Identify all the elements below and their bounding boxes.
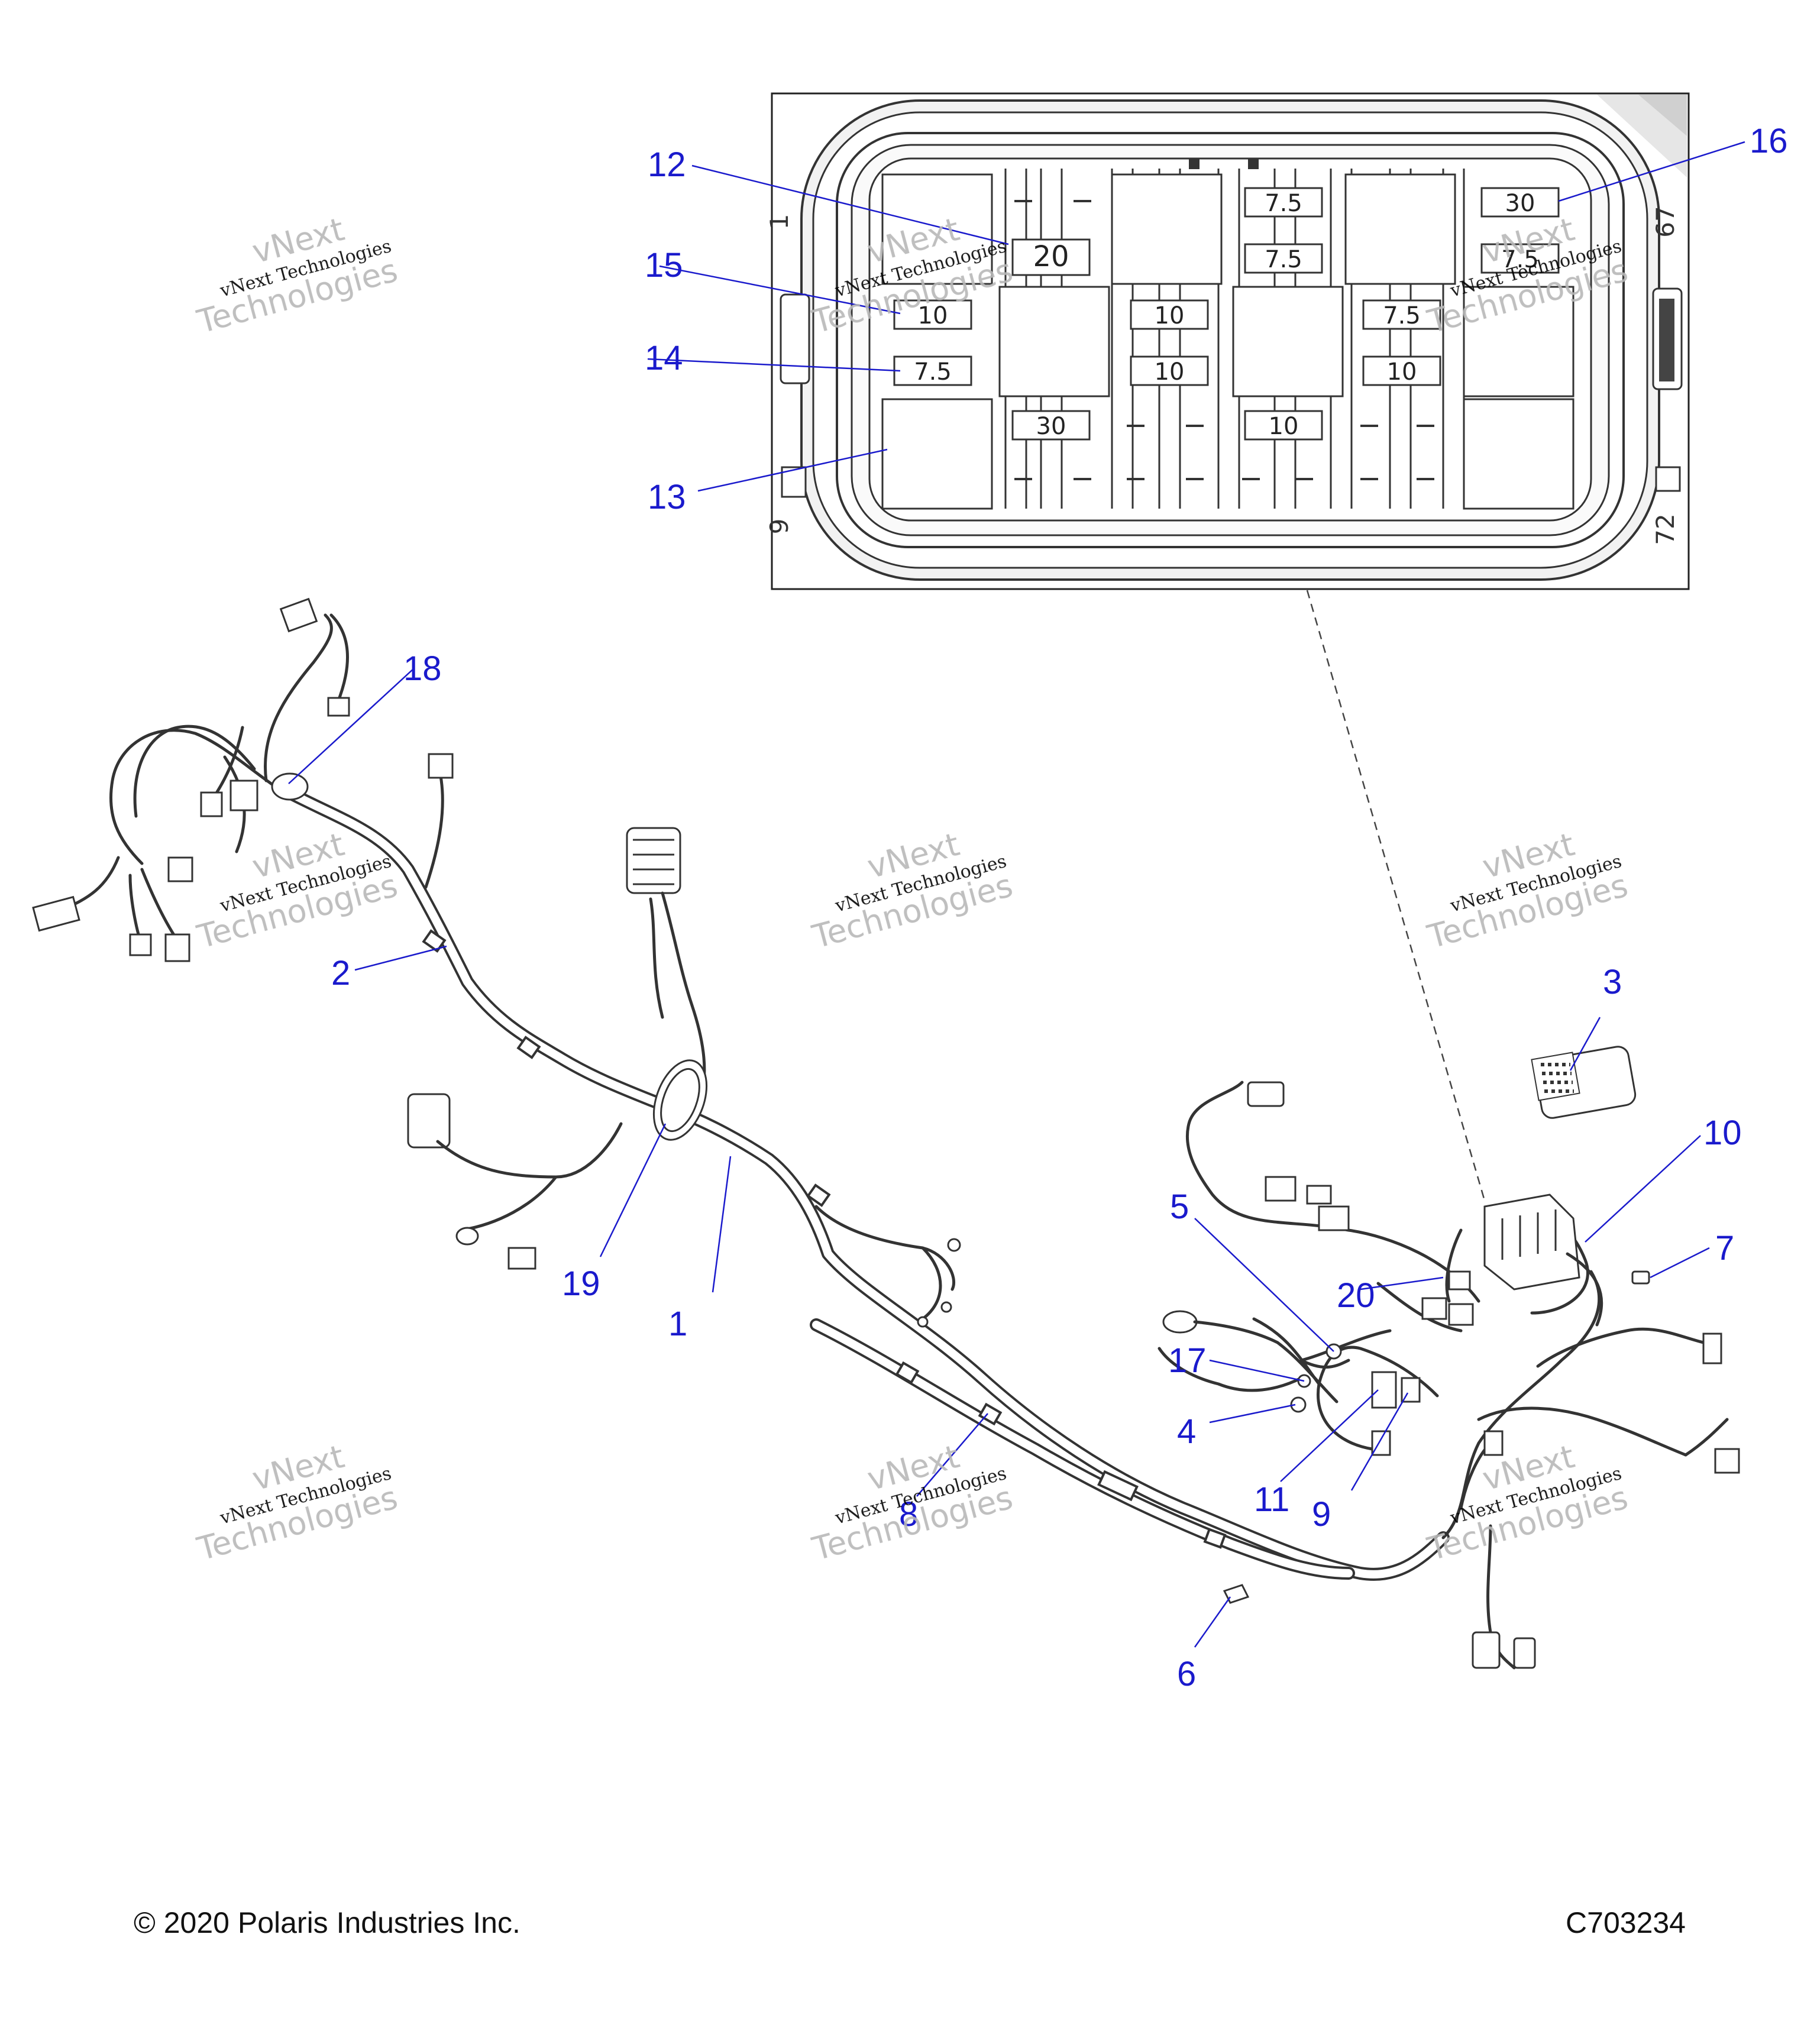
callout-3: 3 bbox=[1603, 963, 1622, 1001]
fuse-rating: 30 bbox=[1505, 190, 1535, 217]
fuse-rating: 7.5 bbox=[1265, 190, 1302, 217]
callout-4: 4 bbox=[1177, 1412, 1196, 1451]
fuse-box-inset: 7.5 7.5 30 7.5 20 10 10 7.5 7.5 10 10 30… bbox=[765, 92, 1690, 590]
copyright-text: © 2020 Polaris Industries Inc. bbox=[134, 1906, 520, 1939]
part-4 bbox=[1290, 1396, 1307, 1413]
callout-leaders bbox=[288, 141, 1745, 1648]
connector bbox=[279, 597, 318, 633]
fuse-box-assembly bbox=[1483, 1194, 1603, 1327]
relay-blocks bbox=[881, 173, 1574, 510]
grommet-18 bbox=[271, 772, 309, 801]
connector bbox=[200, 791, 223, 817]
callout-17: 17 bbox=[1168, 1341, 1207, 1380]
callout-16: 16 bbox=[1750, 122, 1788, 160]
fuse-rating: 7.5 bbox=[914, 358, 952, 386]
fuse-rating: 10 bbox=[1387, 358, 1417, 386]
pin-label-67: 67 bbox=[1651, 206, 1680, 237]
pin-dashes bbox=[1014, 200, 1434, 480]
callout-20: 20 bbox=[1337, 1276, 1375, 1315]
part-11 bbox=[1371, 1371, 1397, 1409]
grommet-19 bbox=[652, 1059, 708, 1141]
fuse-rating-labels: 7.5 7.5 30 7.5 20 10 10 7.5 7.5 10 10 30… bbox=[914, 190, 1539, 440]
connector bbox=[229, 780, 258, 811]
fuse-box-cover bbox=[1531, 1046, 1637, 1119]
part-20 bbox=[1448, 1270, 1471, 1291]
fuse-rating: 7.5 bbox=[1265, 246, 1302, 273]
callout-19: 19 bbox=[562, 1264, 600, 1303]
connector bbox=[327, 697, 350, 717]
callout-5: 5 bbox=[1170, 1188, 1189, 1226]
fuse-rating: 7.5 bbox=[1501, 246, 1539, 273]
pin-label-72: 72 bbox=[1651, 513, 1680, 545]
fuse-rating: 10 bbox=[1155, 302, 1185, 329]
pin-number-labels: 1 67 9 72 bbox=[765, 206, 1680, 545]
right-connectors bbox=[1247, 1081, 1740, 1669]
callout-numbers: 12 15 14 13 16 18 2 3 10 7 5 20 17 4 11 … bbox=[331, 122, 1788, 1693]
fuse-rating: 20 bbox=[1033, 240, 1069, 273]
callout-8: 8 bbox=[899, 1495, 918, 1534]
wire-harness bbox=[32, 597, 1740, 1670]
watermarks: vNext vNext Technologies Technologies vN… bbox=[193, 211, 1631, 1568]
pin-label-9: 9 bbox=[765, 519, 794, 535]
small-parts bbox=[1162, 1270, 1471, 1604]
callout-15: 15 bbox=[645, 246, 683, 284]
connector bbox=[164, 933, 190, 962]
callout-9: 9 bbox=[1312, 1495, 1331, 1534]
fuse-cells bbox=[893, 187, 1560, 441]
harness-clamps bbox=[422, 929, 1227, 1549]
connector bbox=[428, 753, 454, 779]
callout-10: 10 bbox=[1703, 1114, 1742, 1152]
callout-2: 2 bbox=[331, 954, 350, 992]
fuse-rating: 10 bbox=[1269, 413, 1299, 440]
fuse-rating: 30 bbox=[1036, 413, 1066, 440]
lower-left-connector bbox=[407, 1093, 623, 1270]
callout-6: 6 bbox=[1177, 1655, 1196, 1693]
callout-13: 13 bbox=[648, 478, 686, 516]
connector bbox=[32, 895, 80, 932]
fuse-rating: 10 bbox=[1155, 358, 1185, 386]
callout-14: 14 bbox=[645, 339, 683, 377]
callout-12: 12 bbox=[648, 145, 686, 184]
connector bbox=[167, 856, 193, 882]
connector bbox=[129, 933, 152, 956]
callout-1: 1 bbox=[668, 1305, 687, 1343]
figure-id: C703234 bbox=[1566, 1906, 1686, 1939]
callout-11: 11 bbox=[1254, 1480, 1289, 1519]
callout-18: 18 bbox=[403, 649, 442, 688]
inset-projection-line bbox=[1306, 590, 1486, 1201]
callout-7: 7 bbox=[1715, 1229, 1734, 1267]
fuse-rating: 10 bbox=[918, 302, 948, 329]
fuse-rating: 7.5 bbox=[1383, 302, 1421, 329]
clip-7 bbox=[1631, 1270, 1650, 1285]
pin-label-1: 1 bbox=[765, 214, 794, 230]
